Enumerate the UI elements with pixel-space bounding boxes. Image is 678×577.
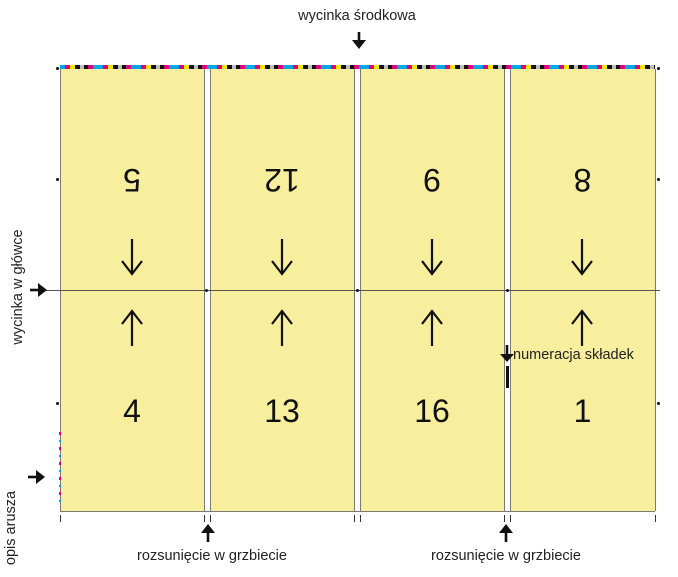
- register-mark: [56, 67, 59, 70]
- numbering-label: numeracja składek: [513, 347, 634, 363]
- page-number-top: 8: [573, 162, 592, 198]
- register-mark: [56, 402, 59, 405]
- page-number-bottom: 1: [573, 393, 592, 429]
- sheet-description-strip: [59, 432, 61, 502]
- middle-cut-label: wycinka środkowa: [298, 8, 416, 24]
- spine-gap-label-right: rozsunięcie w grzbiecie: [431, 548, 581, 564]
- trim-tick: [655, 515, 656, 522]
- color-bar: [60, 65, 655, 69]
- page-number-top: 5: [123, 162, 141, 198]
- arrow-down-icon: [500, 345, 514, 362]
- page-column-1: 5 4: [60, 69, 204, 511]
- trim-tick: [210, 515, 211, 522]
- register-mark: [657, 178, 660, 181]
- spine-gap-label-left: rozsunięcie w grzbiecie: [137, 548, 287, 564]
- arrow-up-icon: [271, 309, 293, 346]
- fold-line: [30, 290, 660, 291]
- arrow-up-icon: [121, 309, 143, 346]
- arrow-down-icon: [121, 239, 143, 276]
- arrow-down-icon: [421, 239, 443, 276]
- page-number-bottom: 13: [264, 393, 300, 429]
- page-column-4: 8 1: [510, 69, 655, 511]
- arrow-down-icon: [271, 239, 293, 276]
- page-number-bottom: 16: [414, 393, 450, 429]
- arrow-down-icon: [571, 239, 593, 276]
- arrow-up-icon: [421, 309, 443, 346]
- arrow-up-icon: [499, 524, 513, 542]
- page-column-3: 9 16: [360, 69, 504, 511]
- trim-tick: [60, 515, 61, 522]
- fold-dot: [356, 289, 359, 292]
- arrow-down-icon: [352, 32, 366, 49]
- register-mark: [657, 67, 660, 70]
- trim-tick: [360, 515, 361, 522]
- head-cut-label: wycinka w główce: [10, 229, 26, 345]
- page-number-bottom: 4: [123, 393, 141, 429]
- trim-tick: [354, 515, 355, 522]
- fold-dot: [506, 289, 509, 292]
- arrow-right-icon: [30, 283, 47, 297]
- trim-tick: [510, 515, 511, 522]
- panel-edge: [60, 511, 655, 512]
- fold-dot: [205, 289, 208, 292]
- arrow-right-icon: [28, 470, 45, 484]
- page-column-2: 12 13: [210, 69, 354, 511]
- arrow-up-icon: [571, 309, 593, 346]
- trim-tick: [504, 515, 505, 522]
- arrow-up-icon: [201, 524, 215, 542]
- signature-mark: [506, 366, 509, 388]
- register-mark: [56, 178, 59, 181]
- page-number-top: 12: [264, 162, 300, 198]
- trim-tick: [204, 515, 205, 522]
- register-mark: [657, 402, 660, 405]
- page-number-top: 9: [423, 162, 441, 198]
- sheet-description-label: opis arusza: [3, 490, 19, 566]
